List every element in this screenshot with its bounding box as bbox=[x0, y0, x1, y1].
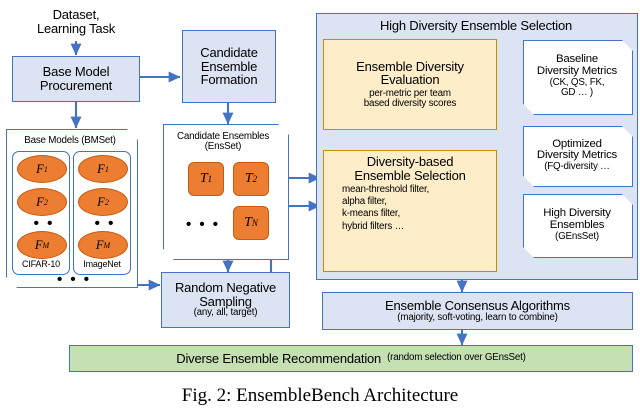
dbes-bullet-1: alpha filter, bbox=[342, 196, 387, 208]
rns-line2: Sampling bbox=[199, 293, 252, 309]
candidate-teams-ellipsis: • • • bbox=[185, 216, 221, 233]
candidate-ensembles-title: Candidate Ensembles (EnsSet) bbox=[163, 128, 283, 156]
cef-line1: Candidate bbox=[200, 45, 258, 61]
diversity-based-ensemble-selection-box[interactable]: Diversity-based Ensemble Selection mean-… bbox=[323, 150, 497, 272]
base-models-title: Base Models (BMSet) bbox=[6, 133, 134, 149]
figure-caption: Fig. 2: EnsembleBench Architecture bbox=[181, 385, 459, 406]
eca-line2: (majority, soft-voting, learn to combine… bbox=[397, 311, 558, 323]
dataset-label-line1: Dataset, bbox=[52, 7, 100, 23]
panel-title: High Diversity Ensemble Selection bbox=[320, 16, 632, 36]
ens-title-line2: (EnsSet) bbox=[204, 141, 242, 152]
ede-line2: Evaluation bbox=[380, 72, 440, 88]
der-line2: (random selection over GEnsSet) bbox=[387, 352, 526, 364]
hde-line3: (GEnsSet) bbox=[555, 230, 599, 242]
bdm-line1: Baseline bbox=[555, 53, 599, 66]
bdm-line4: GD … ) bbox=[561, 87, 593, 99]
high-diversity-ensembles-text: High Diversity Ensembles (GEnsSet) bbox=[523, 194, 631, 256]
rns-line3: (any, all, target) bbox=[193, 307, 258, 319]
dbes-line1: Diversity-based bbox=[366, 154, 454, 169]
ensemble-diversity-evaluation-box[interactable]: Ensemble Diversity Evaluation per-metric… bbox=[323, 39, 497, 130]
cef-line2: Ensemble bbox=[200, 58, 258, 74]
ede-line4: based diversity scores bbox=[363, 98, 457, 110]
ede-line1: Ensemble Diversity bbox=[356, 58, 464, 74]
hde-line2: Ensembles bbox=[549, 218, 605, 231]
ens-title-line1: Candidate Ensembles bbox=[176, 130, 270, 142]
dbes-bullet-0: mean-threshold filter, bbox=[342, 184, 430, 196]
base-models-groups-ellipsis: • • • bbox=[56, 271, 92, 288]
base-models-cifar10-label: CIFAR-10 bbox=[12, 258, 70, 272]
odm-line1: Optimized bbox=[552, 137, 602, 150]
base-models-imagenet-label: ImageNet bbox=[73, 258, 131, 272]
bdm-line2: Diversity Metrics bbox=[536, 65, 618, 78]
hde-line1: High Diversity bbox=[543, 207, 611, 220]
bdm-line3: (CK, QS, FK, bbox=[549, 77, 605, 89]
imagenet-name: ImageNet bbox=[83, 259, 121, 270]
optimized-diversity-metrics-text: Optimized Diversity Metrics (FQ-diversit… bbox=[523, 126, 631, 185]
ensemble-consensus-algorithms-box[interactable]: Ensemble Consensus Algorithms (majority,… bbox=[322, 292, 633, 330]
base-models-title-text: Base Models (BMSet) bbox=[24, 134, 116, 146]
base-model-procurement-box[interactable]: Base Model Procurement bbox=[12, 56, 140, 102]
odm-line2: Diversity Metrics bbox=[536, 149, 618, 162]
cef-line3: Formation bbox=[200, 72, 258, 88]
rns-line1: Random Negative bbox=[174, 280, 277, 296]
dbes-bullet-2: k-means filter, bbox=[342, 208, 400, 220]
bmp-line1: Base Model bbox=[42, 64, 110, 80]
baseline-diversity-metrics-text: Baseline Diversity Metrics (CK, QS, FK, … bbox=[523, 40, 631, 113]
ede-line3: per-metric per team bbox=[369, 87, 451, 99]
eca-line1: Ensemble Consensus Algorithms bbox=[385, 298, 570, 314]
cifar10-name: CIFAR-10 bbox=[22, 259, 60, 270]
baseline-diversity-metrics-note bbox=[523, 40, 633, 115]
dbes-bullet-3: hybrid filters … bbox=[342, 220, 405, 232]
dataset-input-label: Dataset, Learning Task bbox=[14, 2, 138, 42]
optimized-diversity-metrics-note bbox=[523, 126, 633, 187]
random-negative-sampling-box[interactable]: Random Negative Sampling (any, all, targ… bbox=[161, 272, 290, 328]
dbes-line2: Ensemble Selection bbox=[354, 167, 466, 183]
dataset-label-line2: Learning Task bbox=[36, 21, 116, 36]
bmp-line2: Procurement bbox=[39, 78, 113, 93]
diverse-ensemble-recommendation-box[interactable]: Diverse Ensemble Recommendation (random … bbox=[69, 345, 633, 372]
der-line1: Diverse Ensemble Recommendation bbox=[176, 350, 382, 366]
odm-line3: (FQ-diversity … bbox=[544, 161, 610, 173]
candidate-ensemble-formation-box[interactable]: Candidate Ensemble Formation bbox=[182, 30, 276, 103]
panel-title-text: High Diversity Ensemble Selection bbox=[379, 18, 573, 34]
high-diversity-ensembles-note bbox=[523, 194, 633, 258]
